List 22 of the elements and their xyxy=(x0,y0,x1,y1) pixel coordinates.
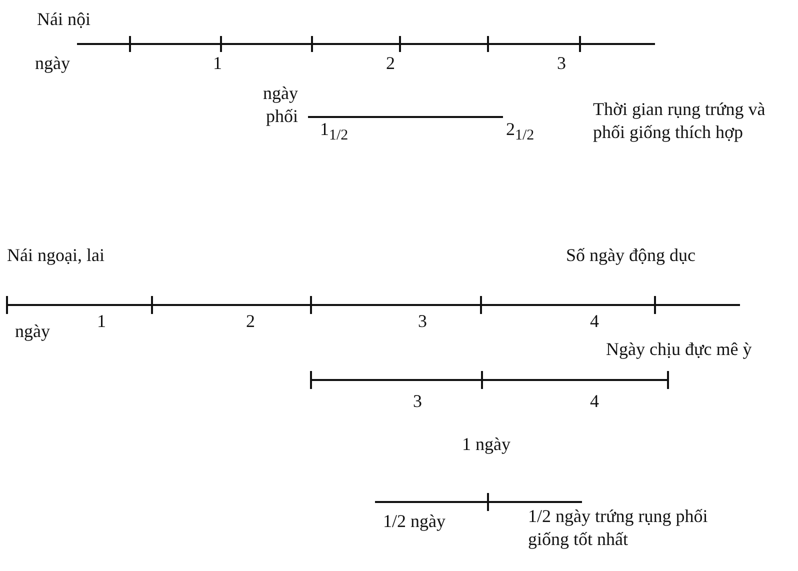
day-number: 4 xyxy=(590,390,599,413)
row-title: Nái ngoại, lai xyxy=(7,244,104,267)
row-title: Số ngày động dục xyxy=(566,244,696,267)
day-number: 2 xyxy=(386,52,395,75)
day-number: 1 xyxy=(213,52,222,75)
day-number: 3 xyxy=(557,52,566,75)
note-text: 1/2 ngày trứng rụng phối giống tốt nhất xyxy=(528,505,709,551)
axis-label: ngày xyxy=(15,320,50,343)
duration-label: 1/2 ngày xyxy=(383,510,446,533)
row-title: Ngày chịu đực mê ỳ xyxy=(606,338,752,361)
day-number: 2 xyxy=(246,310,255,333)
day-number: 2$_{1/2}$ xyxy=(506,118,534,146)
day-number: 4 xyxy=(590,310,599,333)
axis-label: ngày phối xyxy=(262,82,298,128)
day-number: 1$_{1/2}$ xyxy=(320,118,348,146)
day-number: 3 xyxy=(413,390,422,413)
day-number: 1 xyxy=(97,310,106,333)
duration-label: 1 ngày xyxy=(462,433,510,456)
axis-label: ngày xyxy=(35,52,70,75)
note-text: Thời gian rụng trứng và phối giống thích hợp xyxy=(593,98,766,144)
day-number: 3 xyxy=(418,310,427,333)
row-title: Nái nội xyxy=(37,8,90,31)
